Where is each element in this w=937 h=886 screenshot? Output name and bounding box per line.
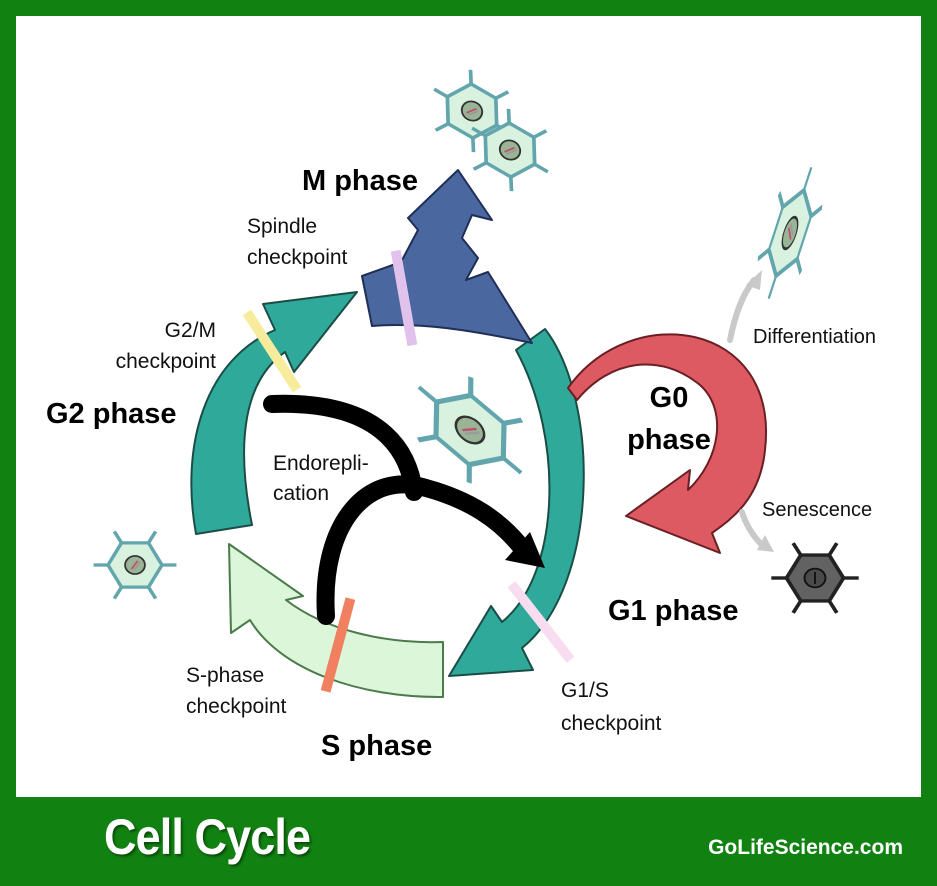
g0-phase-label-line1: G0 [650, 382, 689, 414]
g1-phase-arrow [448, 328, 585, 677]
g1s-checkpoint-label-line2: checkpoint [561, 712, 662, 735]
spindle-checkpoint-bar [390, 249, 418, 347]
sphase-checkpoint-bar [320, 597, 356, 693]
endoreplication-label-line2: cation [273, 482, 329, 505]
cell-cycle-diagram: M phase G2 phase S phase G1 phase G0 pha… [46, 57, 876, 762]
spindle-checkpoint-label-line1: Spindle [247, 215, 317, 238]
s-phase-arrow [228, 543, 444, 699]
senescent-cell [771, 542, 859, 614]
differentiation-label: Differentiation [753, 326, 876, 348]
footer-site-name: GoLifeScience.com [708, 836, 903, 859]
endoreplication-arrow-shaft [263, 394, 531, 625]
endoreplication-label-line1: Endorepli- [273, 452, 369, 475]
endoreplication-arrowhead [505, 532, 545, 568]
differentiation-arrow [727, 277, 757, 343]
diagram-panel: M phase G2 phase S phase G1 phase G0 pha… [16, 16, 921, 797]
g1s-checkpoint-label-line1: G1/S [561, 679, 609, 702]
g0-phase-label-line2: phase [627, 424, 711, 456]
differentiation-arrowhead [746, 270, 762, 290]
g2m-checkpoint-label-line1: G2/M [165, 319, 216, 342]
g2m-checkpoint-label-line2: checkpoint [116, 350, 217, 373]
senescence-arrow [739, 509, 765, 548]
g1-phase-label: G1 phase [608, 595, 739, 627]
g2-phase-arrow [190, 291, 358, 535]
senescence-label: Senescence [762, 499, 872, 521]
g0-phase-arrow [567, 333, 768, 554]
g2m-checkpoint-bar [242, 309, 302, 393]
m-phase-label: M phase [302, 165, 418, 197]
g1s-checkpoint-bar [507, 581, 575, 663]
spindle-checkpoint-label-line2: checkpoint [247, 246, 348, 269]
dividing-cell-top [414, 57, 568, 204]
footer-title: Cell Cycle [104, 809, 311, 865]
cell-left [91, 529, 179, 601]
sphase-checkpoint-label-line1: S-phase [186, 664, 264, 687]
s-phase-label: S phase [321, 730, 432, 762]
g2-phase-label: G2 phase [46, 398, 177, 430]
senescence-arrowhead [757, 535, 774, 552]
sphase-checkpoint-label-line2: checkpoint [186, 695, 287, 718]
